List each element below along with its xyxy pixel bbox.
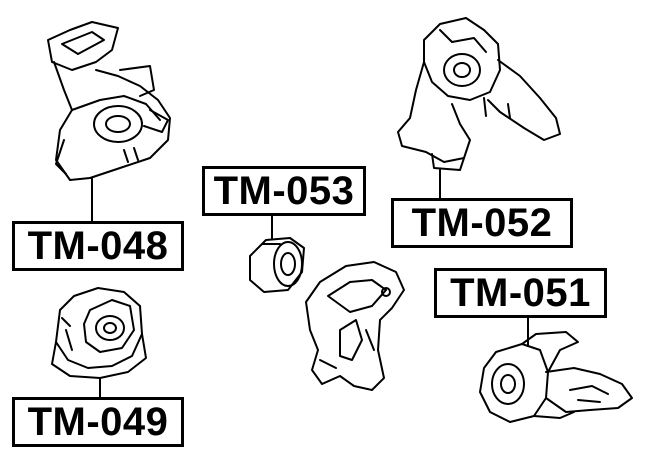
part-label-tm052: TM-052 [391, 198, 573, 248]
part-label-tm053: TM-053 [202, 166, 366, 216]
part-label-tm051: TM-051 [434, 268, 607, 318]
part-tm052-drawing [397, 17, 561, 171]
part-tm053-bracket-drawing [305, 261, 405, 391]
part-label-tm049: TM-049 [12, 397, 184, 447]
part-tm051-drawing [479, 331, 633, 423]
part-label-tm048: TM-048 [12, 221, 184, 271]
part-tm053-bushing-drawing [249, 237, 305, 293]
part-tm049-drawing [51, 287, 147, 379]
part-tm048-drawing [47, 21, 171, 181]
